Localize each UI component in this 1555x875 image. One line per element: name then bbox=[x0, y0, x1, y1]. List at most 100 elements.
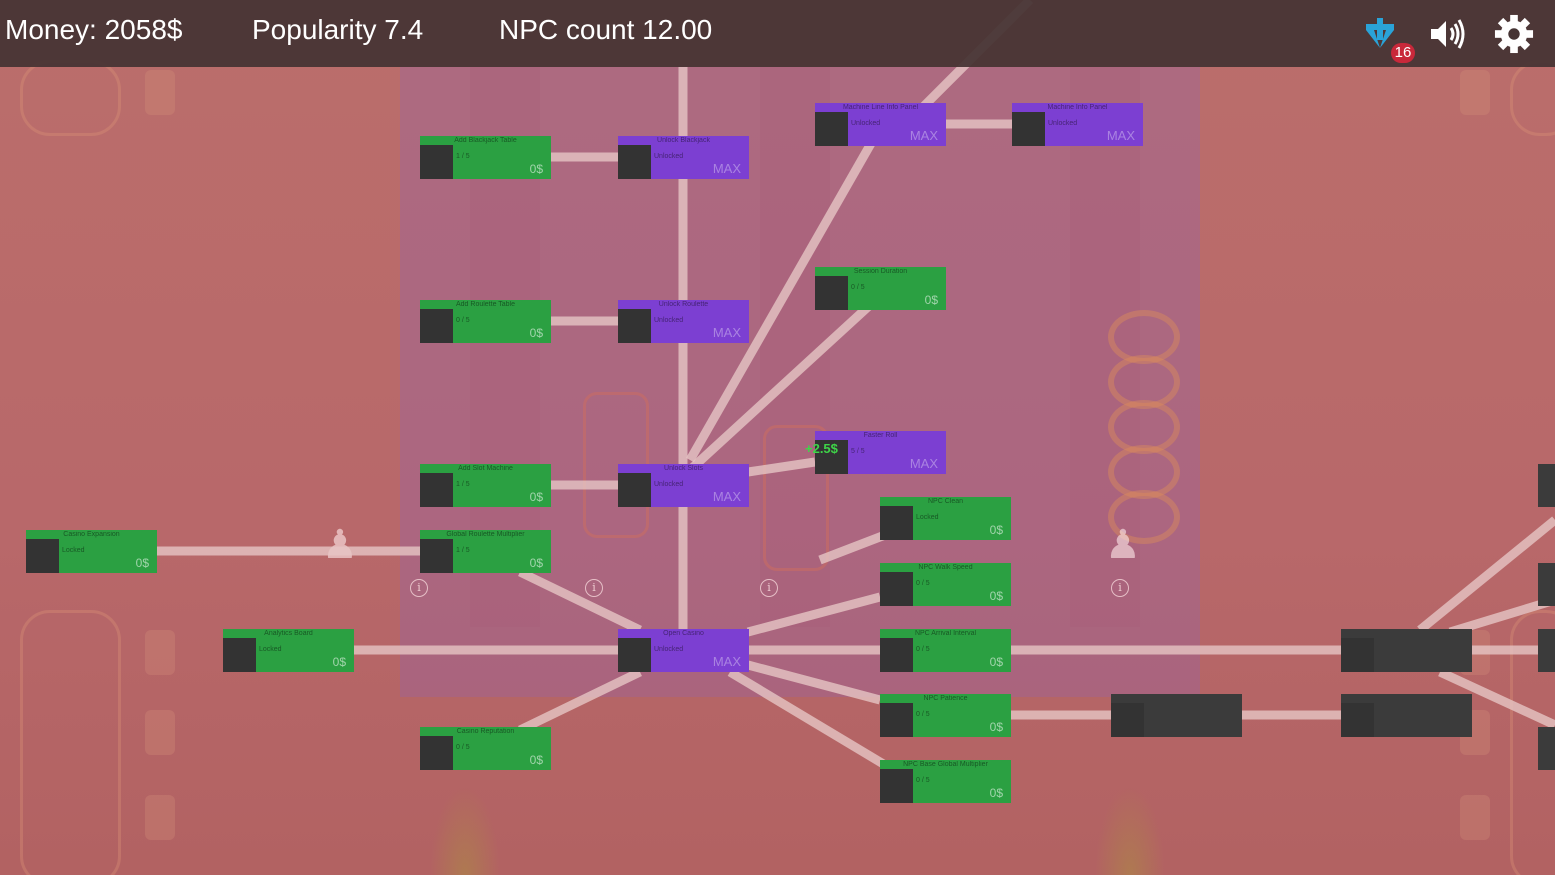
npc-count-label: NPC count 12.00 bbox=[499, 14, 713, 45]
skill-tree-button[interactable] bbox=[1360, 14, 1400, 54]
node-status: Unlocked bbox=[851, 120, 881, 127]
node-cost: 0$ bbox=[332, 655, 346, 669]
gear-icon bbox=[1494, 14, 1534, 54]
skill-node-npc-arrival[interactable]: NPC Arrival Interval 0 / 5 0$ bbox=[880, 629, 1011, 672]
info-icon[interactable]: i bbox=[585, 579, 603, 597]
node-title: NPC Base Global Multiplier bbox=[903, 761, 988, 768]
node-thumbnail bbox=[420, 309, 453, 343]
wall-frame bbox=[20, 610, 121, 875]
node-status: 0 / 5 bbox=[916, 777, 930, 784]
node-title: Session Duration bbox=[853, 268, 908, 275]
skill-node-locked-a[interactable] bbox=[1111, 694, 1242, 737]
node-status: Locked bbox=[62, 547, 85, 554]
node-cost: 0$ bbox=[529, 326, 543, 340]
skill-node-offscreen[interactable] bbox=[1538, 563, 1555, 606]
node-title: Machine Line Info Panel bbox=[842, 104, 919, 111]
top-hud: Money: 2058$ Popularity 7.4 NPC count 12… bbox=[0, 0, 1555, 67]
node-title: Faster Roll bbox=[863, 432, 898, 439]
node-title: Casino Reputation bbox=[456, 728, 515, 735]
skill-node-session[interactable]: Session Duration 0 / 5 0$ bbox=[815, 267, 946, 310]
chair bbox=[145, 795, 175, 840]
plant bbox=[1095, 785, 1165, 875]
node-status: 0 / 5 bbox=[916, 646, 930, 653]
node-cost: 0$ bbox=[529, 162, 543, 176]
skill-node-offscreen[interactable] bbox=[1538, 464, 1555, 507]
node-title: Add Blackjack Table bbox=[454, 137, 517, 144]
npc-figure: ♟ bbox=[1105, 523, 1141, 567]
node-thumbnail bbox=[420, 539, 453, 573]
node-title: Add Slot Machine bbox=[458, 465, 513, 472]
node-cost: 0$ bbox=[924, 293, 938, 307]
node-thumbnail bbox=[1341, 638, 1374, 672]
node-thumbnail bbox=[880, 572, 913, 606]
node-status: Unlocked bbox=[654, 317, 684, 324]
skill-node-locked-c[interactable] bbox=[1341, 694, 1472, 737]
node-cost: 0$ bbox=[989, 720, 1003, 734]
node-cost: 0$ bbox=[529, 490, 543, 504]
info-icon[interactable]: i bbox=[1111, 579, 1129, 597]
node-status: 1 / 5 bbox=[456, 547, 470, 554]
node-status: Locked bbox=[259, 646, 282, 653]
node-status: Unlocked bbox=[654, 153, 684, 160]
node-status: 0 / 5 bbox=[456, 317, 470, 324]
skill-node-locked-b[interactable] bbox=[1341, 629, 1472, 672]
node-status: 0 / 5 bbox=[916, 711, 930, 718]
plant bbox=[430, 785, 500, 875]
node-status: Unlocked bbox=[654, 481, 684, 488]
money-label: Money: 2058$ bbox=[5, 14, 183, 45]
node-thumbnail bbox=[420, 736, 453, 770]
node-thumbnail bbox=[618, 638, 651, 672]
skill-node-offscreen[interactable] bbox=[1538, 727, 1555, 770]
node-thumbnail bbox=[223, 638, 256, 672]
node-thumbnail bbox=[618, 145, 651, 179]
node-cost: MAX bbox=[1106, 128, 1135, 143]
node-cost: 0$ bbox=[135, 556, 149, 570]
settings-button[interactable] bbox=[1494, 14, 1534, 54]
chair bbox=[145, 710, 175, 755]
info-icon[interactable]: i bbox=[760, 579, 778, 597]
node-cost: MAX bbox=[712, 654, 741, 669]
node-thumbnail bbox=[618, 309, 651, 343]
node-thumbnail bbox=[420, 473, 453, 507]
node-cost: 0$ bbox=[989, 655, 1003, 669]
node-thumbnail bbox=[420, 145, 453, 179]
node-cost: MAX bbox=[712, 325, 741, 340]
node-thumbnail bbox=[880, 703, 913, 737]
node-thumbnail bbox=[815, 112, 848, 146]
node-status: Locked bbox=[916, 514, 939, 521]
speaker-icon bbox=[1431, 19, 1465, 49]
node-title: NPC Arrival Interval bbox=[914, 630, 977, 637]
skill-tree-icon bbox=[1366, 18, 1394, 48]
node-status: 0 / 5 bbox=[456, 744, 470, 751]
info-icon[interactable]: i bbox=[410, 579, 428, 597]
node-cost: MAX bbox=[712, 489, 741, 504]
skill-node-offscreen[interactable] bbox=[1538, 629, 1555, 672]
node-title: NPC Walk Speed bbox=[918, 564, 973, 571]
node-status: 0 / 5 bbox=[851, 284, 865, 291]
sound-button[interactable] bbox=[1428, 14, 1468, 54]
skill-node-roulette[interactable]: Add Roulette Table 0 / 5 0$ bbox=[420, 300, 551, 343]
node-title: Add Roulette Table bbox=[455, 301, 516, 308]
node-status: Unlocked bbox=[1048, 120, 1078, 127]
node-thumbnail bbox=[26, 539, 59, 573]
node-title: Unlock Roulette bbox=[658, 301, 709, 308]
income-popup: +2.5$ bbox=[805, 441, 838, 456]
